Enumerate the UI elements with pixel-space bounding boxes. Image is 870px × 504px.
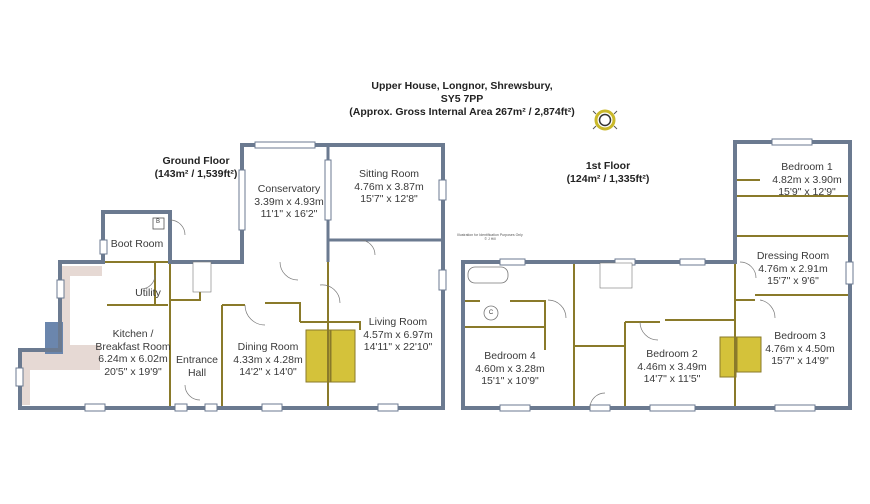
room-imperial: 11'1" x 16'2" — [260, 208, 318, 220]
first-outer-wall — [461, 140, 852, 410]
title-postcode: SY5 7PP — [440, 93, 484, 105]
room-metric: 4.82m x 3.90m — [772, 173, 842, 186]
ground-floor-plan — [15, 141, 447, 412]
room-bedroom-4: Bedroom 4 4.60m x 3.28m 15'1" x 10'9" — [475, 350, 544, 388]
room-name: Living Room — [368, 316, 428, 328]
stairs-ground-2 — [330, 329, 356, 383]
room-imperial: 15'7" x 14'9" — [771, 355, 829, 367]
room-bedroom-2: Bedroom 2 4.46m x 3.49m 14'7" x 11'5" — [637, 348, 706, 386]
room-name: Bedroom 1 — [781, 161, 833, 173]
room-conservatory: Conservatory 3.39m x 4.93m 11'1" x 16'2" — [254, 183, 323, 221]
room-name: Kitchen / — [112, 328, 154, 340]
first-floor-label: 1st Floor (124m² / 1,335ft²) — [567, 160, 650, 185]
room-imperial: 20'5" x 19'9" — [104, 365, 162, 378]
room-imperial: 15'7" x 12'8" — [360, 193, 418, 205]
title-area: (Approx. Gross Internal Area 267m² / 2,8… — [349, 106, 575, 118]
property-title: Upper House, Longnor, Shrewsbury, SY5 7P… — [349, 80, 574, 119]
room-entrance-hall: Entrance Hall — [176, 354, 218, 379]
stairs-first — [719, 336, 737, 378]
room-name-2: Hall — [187, 366, 207, 379]
room-metric: 4.57m x 6.97m — [363, 328, 433, 341]
bath — [467, 266, 509, 284]
room-metric: 3.39m x 4.93m — [254, 195, 324, 208]
room-metric: 4.46m x 3.49m — [637, 360, 707, 373]
boiler — [152, 217, 165, 230]
title-address: Upper House, Longnor, Shrewsbury, — [371, 80, 553, 92]
room-metric: 4.76m x 3.87m — [354, 180, 424, 193]
floor-name: Ground Floor — [162, 155, 230, 167]
room-name: Dining Room — [237, 341, 299, 353]
room-metric: 4.76m x 4.50m — [765, 342, 835, 355]
disclaimer-text: Illustration for Identification Purposes… — [457, 233, 523, 237]
floor-name: 1st Floor — [585, 160, 631, 172]
room-dining-room: Dining Room 4.33m x 4.28m 14'2" x 14'0" — [233, 341, 302, 379]
floor-area: (143m² / 1,539ft²) — [154, 167, 238, 180]
room-utility: Utility — [135, 287, 161, 300]
room-name-2: Breakfast Room — [95, 340, 171, 353]
stairs-first-2 — [736, 336, 762, 373]
first-floor-plan — [461, 138, 854, 412]
room-name: Entrance — [175, 354, 219, 366]
room-imperial: 15'7" x 9'6" — [767, 275, 819, 287]
room-kitchen: Kitchen / Breakfast Room 6.24m x 6.02m 2… — [95, 328, 170, 378]
disclaimer: Illustration for Identification Purposes… — [457, 233, 523, 241]
room-name: Utility — [135, 287, 161, 299]
room-name: Conservatory — [257, 183, 321, 195]
room-imperial: 15'9" x 12'9" — [778, 186, 836, 198]
copyright-text: © J Hill — [484, 237, 496, 241]
room-imperial: 15'1" x 10'9" — [481, 375, 539, 387]
room-bedroom-1: Bedroom 1 4.82m x 3.90m 15'9" x 12'9" — [772, 161, 841, 199]
room-name: Bedroom 4 — [484, 350, 536, 362]
room-name: Bedroom 3 — [774, 330, 826, 342]
room-imperial: 14'2" x 14'0" — [239, 366, 297, 378]
room-metric: 4.60m x 3.28m — [475, 362, 545, 375]
floor-area: (124m² / 1,335ft²) — [566, 172, 650, 185]
boiler-label: B — [155, 219, 161, 225]
compass-icon — [592, 109, 618, 131]
room-metric: 4.33m x 4.28m — [233, 353, 303, 366]
room-boot-room: Boot Room — [111, 238, 164, 251]
room-imperial: 14'7" x 11'5" — [643, 373, 701, 385]
room-bedroom-3: Bedroom 3 4.76m x 4.50m 15'7" x 14'9" — [765, 330, 834, 368]
stairs-flight — [192, 261, 212, 293]
room-name: Boot Room — [110, 238, 164, 250]
room-imperial: 14'11" x 22'10" — [363, 341, 433, 353]
room-sitting-room: Sitting Room 4.76m x 3.87m 15'7" x 12'8" — [354, 168, 423, 206]
room-living-room: Living Room 4.57m x 6.97m 14'11" x 22'10… — [363, 316, 432, 354]
room-dressing-room: Dressing Room 4.76m x 2.91m 15'7" x 9'6" — [757, 250, 829, 288]
room-metric: 6.24m x 6.02m — [98, 353, 168, 365]
hot-water-cylinder — [483, 305, 499, 321]
room-name: Sitting Room — [358, 168, 420, 180]
room-name: Dressing Room — [756, 250, 830, 262]
stairs-flight-first — [599, 262, 633, 289]
room-metric: 4.76m x 2.91m — [758, 262, 828, 275]
cylinder-label: C — [488, 310, 494, 316]
stairs-ground — [305, 329, 331, 383]
ground-floor-label: Ground Floor (143m² / 1,539ft²) — [155, 155, 238, 180]
room-name: Bedroom 2 — [646, 348, 698, 360]
